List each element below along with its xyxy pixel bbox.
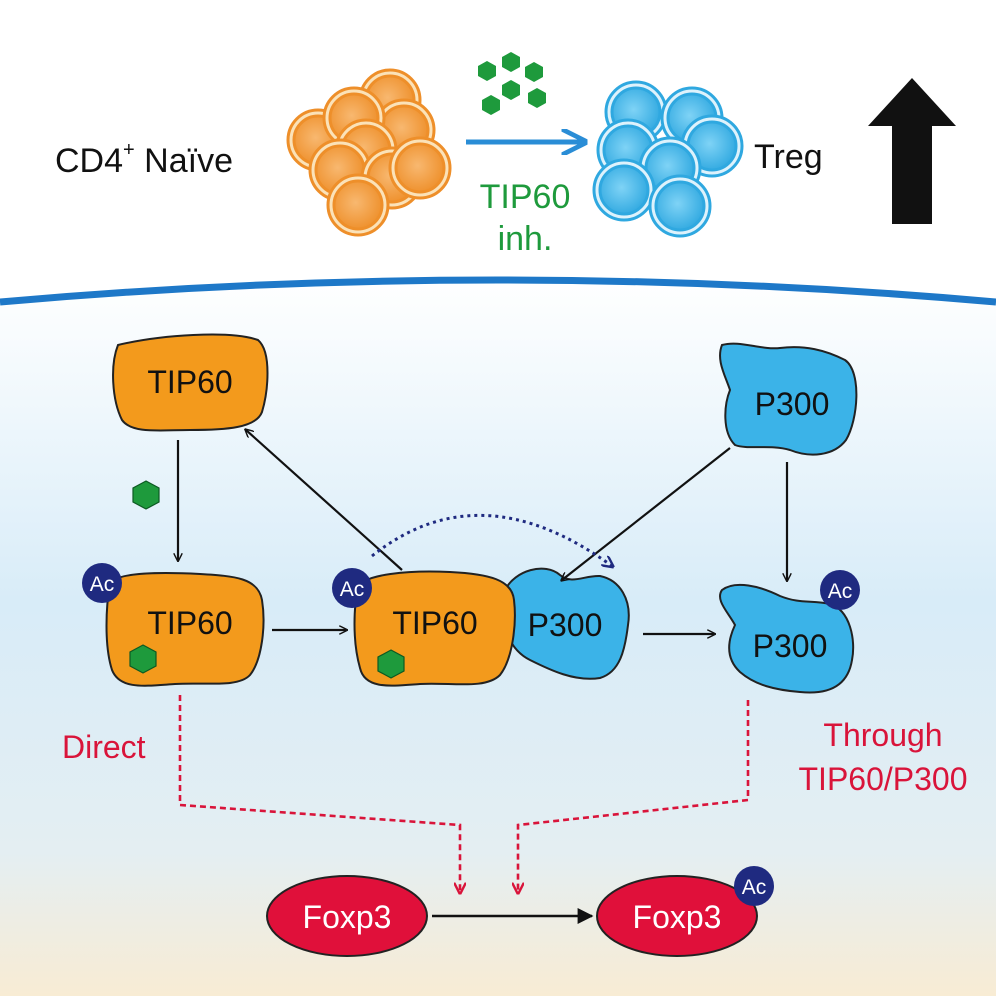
acetyl-label: Ac [742,876,767,899]
naive-cell-label: CD4+ Naïve [55,139,233,180]
p300-complex-label: P300 [528,607,603,643]
cell-membrane [0,276,996,306]
reaction-arrows [178,430,787,634]
arrow-complex-release-tip60 [246,430,403,571]
inhibitor-bound-hexagon-icon [129,644,157,674]
hexagon-icon [482,95,500,115]
inhibitor-hexagons [478,52,546,115]
foxp3-acetylated-label: Foxp3 [633,899,722,935]
tip60-free-label: TIP60 [147,364,232,400]
inhibitor-bound-hexagon-icon [377,649,405,679]
hexagon-icon [502,80,520,100]
treg-label: Treg [754,138,823,176]
p300-acetylated-label: P300 [753,628,828,664]
hexagon-icon [528,88,546,108]
p300-free-label: P300 [755,386,830,422]
acetyl-group-p300 [820,570,860,610]
acetyl-group-tip60-left [82,563,122,603]
treg-cell-cluster [592,80,744,238]
foxp3-unmodified-label: Foxp3 [303,899,392,935]
hexagon-icon [525,62,543,82]
increase-arrow-icon [868,78,956,224]
tip60-acetylated-label: TIP60 [147,605,232,641]
acetyl-label: Ac [828,580,853,603]
inhibitor-label-line2: inh. [498,220,553,258]
tip60-free-shape [112,333,269,432]
through-pathway-arrow [518,700,750,892]
direct-pathway-label: Direct [62,729,146,765]
through-pathway-label-line1: Through [823,717,942,753]
p300-free-shape [719,342,858,456]
acetyl-group-tip60-complex [332,568,372,608]
naive-cell-cluster [286,68,452,237]
p300-acetylated-shape [719,583,855,694]
hexagon-icon [478,61,496,81]
foxp3-acetylated-shape [596,875,758,957]
through-pathway-label-line2: TIP60/P300 [799,761,968,797]
hexagon-icon [502,52,520,72]
direct-pathway-arrow [178,695,460,892]
acetyl-label: Ac [90,573,115,596]
inhibitor-label-line1: TIP60 [480,178,571,216]
free-inhibitor-hexagon-icon [132,480,160,510]
pathway-arrows [178,695,750,892]
tip60-complex-label: TIP60 [392,605,477,641]
acetyl-group-foxp3 [734,866,774,906]
acetyl-label: Ac [340,578,365,601]
arrow-p300-to-complex [562,447,731,580]
foxp3-unmodified-shape [266,875,428,957]
